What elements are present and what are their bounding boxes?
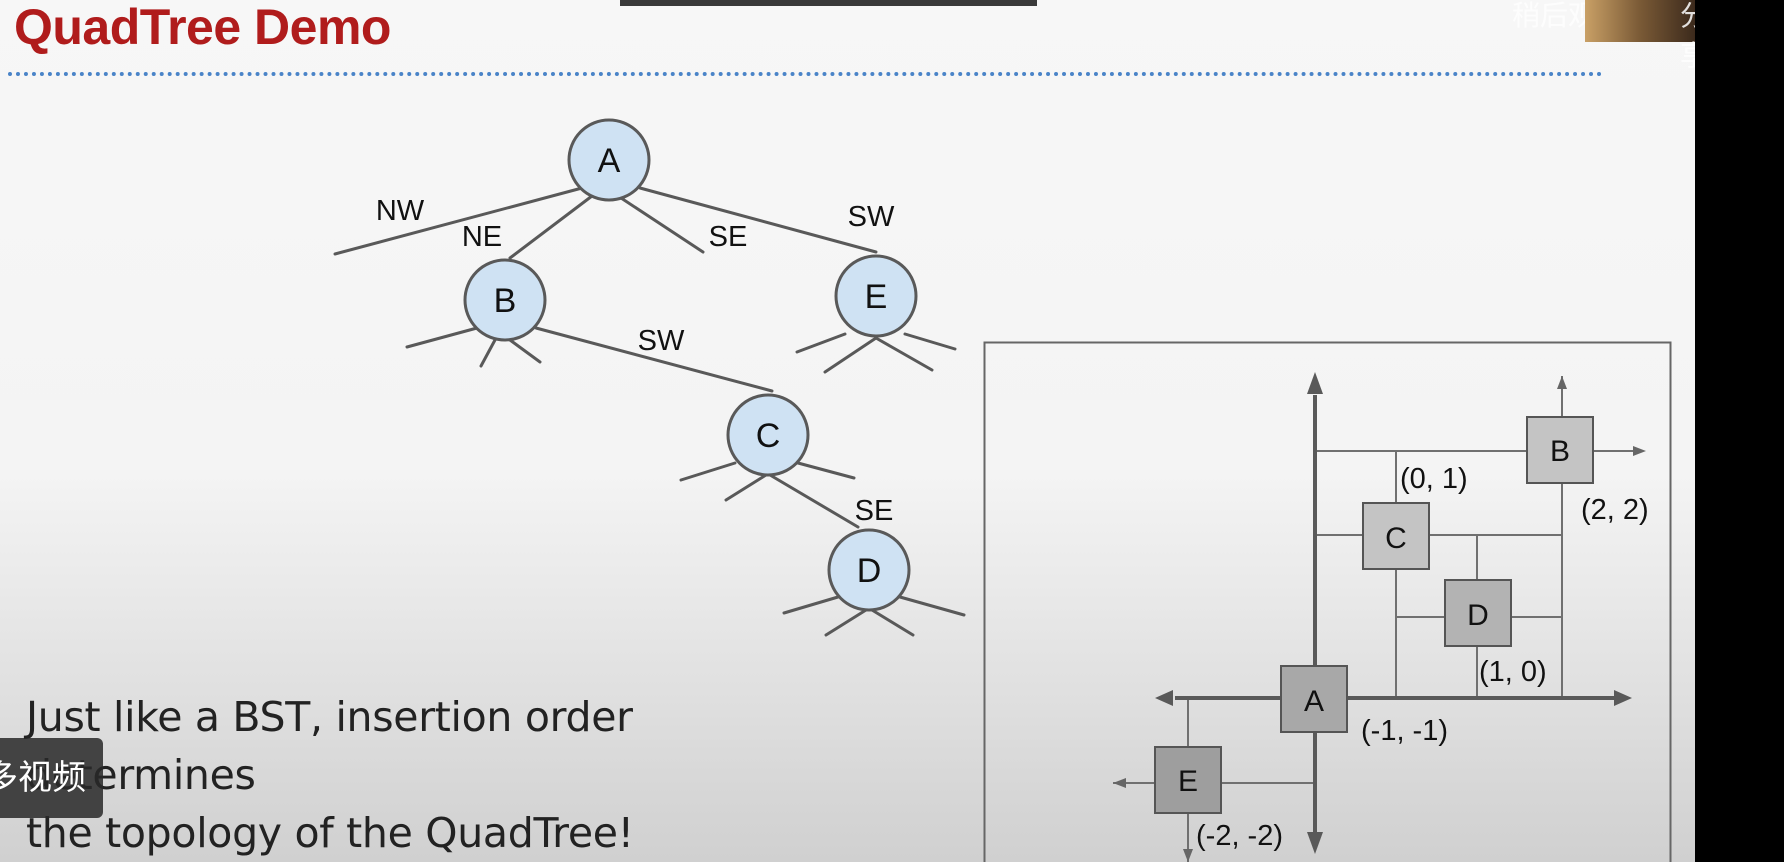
plane-point-a [1280, 665, 1348, 733]
slide-caption: Just like a BST, insertion order determi… [26, 688, 866, 862]
slide: QuadTree Demo 稍后观看 分享 [0, 0, 1695, 862]
edge-a-nw [333, 186, 584, 256]
x-axis-right-arrowhead [1614, 690, 1632, 706]
edge-label-c-se: SE [855, 495, 894, 527]
tree-node-a [567, 118, 651, 202]
tree-node-a-label: A [598, 142, 621, 180]
plane-point-c-label: C [1385, 522, 1407, 555]
tree-node-d [827, 528, 911, 612]
edge-b-sw [534, 326, 774, 393]
edge-label-b-sw: SW [638, 325, 685, 357]
edge-d-sw [898, 595, 966, 617]
b-right-arrowhead [1633, 446, 1646, 456]
edge-c-ne [724, 473, 768, 502]
edge-d-ne [824, 608, 868, 637]
edge-b-nw [405, 326, 479, 349]
plane-point-b [1526, 416, 1594, 484]
edge-a-se [616, 194, 705, 254]
e-left-arrowhead [1113, 778, 1126, 788]
slide-graphics: A B E C D NW NE SE SW SW SE [333, 118, 1672, 862]
y-axis-up-arrowhead [1307, 372, 1323, 394]
plane-point-e-label: E [1178, 765, 1198, 798]
player-letterbox [1695, 0, 1784, 862]
edge-label-a-sw: SW [848, 201, 895, 233]
plane-frame [983, 341, 1672, 862]
edge-c-se [768, 473, 860, 529]
plane-point-a-label: A [1304, 685, 1324, 718]
tree-node-b [463, 258, 547, 342]
caption-line-1: Just like a BST, insertion order determi… [26, 693, 633, 799]
edge-e-nw [795, 332, 847, 354]
y-axis-down-arrowhead [1307, 832, 1323, 854]
coord-e: (-2, -2) [1196, 820, 1283, 852]
plane-point-d [1444, 579, 1512, 647]
webcam-thumbnail [1585, 0, 1695, 42]
edge-label-ne: NE [462, 221, 502, 253]
edge-c-nw [679, 461, 737, 482]
quadtree-diagram [333, 186, 966, 637]
tree-node-c-label: C [756, 417, 781, 455]
coord-d: (1, 0) [1479, 656, 1547, 688]
tree-node-e-label: E [865, 278, 888, 316]
tree-node-b-label: B [494, 282, 517, 320]
edge-a-sw [638, 186, 878, 254]
plane-point-e [1154, 746, 1222, 814]
coord-b: (2, 2) [1581, 494, 1649, 526]
multi-video-label: 多视频 [0, 759, 86, 797]
plane-panel: B C D A E (2, 2) (0, 1) (1, 0) (-1, -1) … [983, 341, 1672, 862]
tree-node-e [834, 254, 918, 338]
edge-b-se [508, 338, 542, 364]
edge-b-ne [479, 338, 497, 368]
e-down-arrowhead [1183, 849, 1193, 862]
edge-e-ne [823, 336, 878, 374]
x-axis-left-arrowhead [1155, 690, 1173, 706]
edge-d-se [870, 608, 915, 637]
tree-node-d-label: D [857, 552, 882, 590]
plane-point-d-label: D [1467, 599, 1489, 632]
b-up-arrowhead [1557, 376, 1567, 389]
edge-d-nw [782, 595, 840, 615]
caption-line-2: the topology of the QuadTree! [26, 809, 634, 857]
edge-label-a-se: SE [709, 221, 748, 253]
tree-node-c [726, 393, 810, 477]
edge-label-nw: NW [376, 195, 425, 227]
plane-point-b-label: B [1550, 435, 1570, 468]
tree-nodes [463, 118, 918, 612]
player-progress-bar[interactable] [620, 0, 1037, 6]
edge-a-ne [508, 194, 594, 260]
multi-video-button[interactable]: 多视频 [0, 738, 103, 818]
edge-c-sw [796, 461, 856, 480]
share-button[interactable]: 分享 [1680, 0, 1695, 71]
title-divider [8, 72, 1603, 76]
edge-e-se [874, 336, 934, 372]
coord-a: (-1, -1) [1361, 715, 1448, 747]
coord-c: (0, 1) [1400, 463, 1468, 495]
plane-point-c [1362, 502, 1430, 570]
slide-title: QuadTree Demo [14, 0, 391, 55]
edge-e-sw [903, 332, 957, 351]
